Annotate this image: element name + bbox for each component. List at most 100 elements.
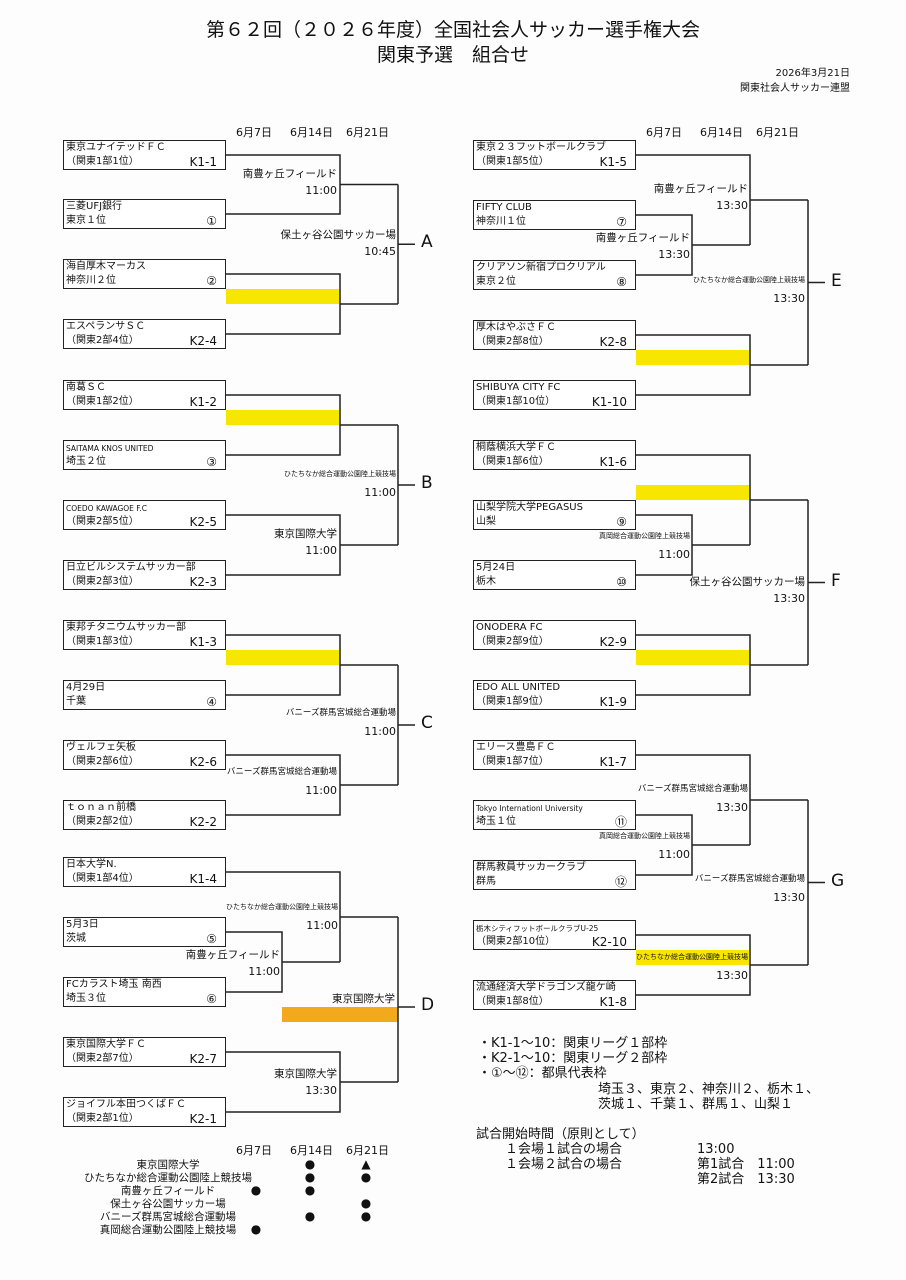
document-title: 第６２回（２０２６年度）全国社会人サッカー選手権大会: [205, 19, 700, 41]
team-name: SHIBUYA CITY FC: [476, 382, 561, 393]
group-label: C: [421, 713, 433, 733]
bye-band: [636, 485, 750, 500]
schedule-date: 6月21日: [346, 1144, 389, 1157]
team-qualification: 千葉: [66, 696, 86, 707]
team-box: 日立ビルシステムサッカー部（関東2部3位）K2-3: [63, 560, 226, 590]
schedule-mark: ▲: [361, 1157, 371, 1171]
team-box: 東京２３フットボールクラブ（関東1部5位）K1-5: [473, 140, 636, 170]
team-box: EDO ALL UNITED（関東1部9位）K1-9: [473, 680, 636, 710]
schedule-mark: ●: [250, 1222, 262, 1236]
round-date: 6月21日: [346, 126, 389, 139]
round-date: 6月7日: [646, 126, 682, 139]
team-name: エスペランサＳＣ: [66, 321, 146, 332]
organizer: 関東社会人サッカー連盟: [740, 83, 850, 94]
seed-code: ⑫: [614, 875, 627, 889]
seed-code: K2-7: [189, 1052, 217, 1066]
team-name: 南葛ＳＣ: [66, 382, 106, 393]
team-qualification: 山梨: [476, 516, 496, 527]
team-qualification: （関東1部5位）: [476, 156, 549, 167]
team-name: 海自厚木マーカス: [66, 261, 146, 272]
schedule-venue: 真岡総合運動公園陸上競技場: [99, 1224, 237, 1236]
group-label: E: [831, 270, 842, 291]
team-qualification: （関東1部10位）: [476, 396, 556, 407]
team-box: エリース豊島ＦＣ（関東1部7位）K1-7: [473, 740, 636, 770]
seed-code: K1-9: [599, 695, 627, 709]
bye-band: [636, 950, 750, 965]
seed-code: ⑨: [616, 515, 627, 529]
second-match-time: 第2試合 13:30: [697, 1172, 795, 1187]
team-name: Tokyo Internationl University: [476, 804, 583, 813]
kickoff-time: 13:30: [773, 891, 805, 904]
seed-code: ⑧: [616, 275, 627, 289]
seed-code: K1-10: [591, 395, 627, 409]
team-qualification: （関東1部6位）: [476, 456, 549, 467]
seed-code: K1-7: [599, 755, 627, 769]
team-name: EDO ALL UNITED: [476, 682, 561, 693]
seed-code: K1-6: [599, 455, 627, 469]
team-name: エリース豊島ＦＣ: [476, 742, 556, 753]
seed-code: ①: [206, 214, 217, 228]
team-name: 三菱UFJ銀行: [66, 201, 123, 212]
group-label: F: [831, 570, 841, 591]
schedule-mark: ●: [304, 1183, 316, 1197]
team-box: 三菱UFJ銀行東京１位 ①: [63, 199, 226, 229]
start-time-title: 試合開始時間（原則として）: [476, 1127, 645, 1142]
one-match-label: １会場１試合の場合: [505, 1142, 623, 1157]
schedule-mark: ●: [304, 1170, 316, 1184]
seed-code: ⑩: [616, 575, 627, 589]
venue-name: ひたちなか総合運動公園陸上競技場: [636, 953, 748, 961]
group-label: D: [421, 995, 435, 1015]
one-match-time: 13:00: [697, 1142, 735, 1157]
team-box: 東京ユナイテッドＦＣ（関東1部1位）K1-1: [63, 140, 226, 170]
team-box: 群馬教員サッカークラブ群馬 ⑫: [473, 860, 636, 890]
team-name: ｔｏｎａｎ前橋: [66, 802, 136, 813]
team-name: 山梨学院大学PEGASUS: [476, 502, 583, 513]
schedule-venue: 保土ヶ谷公園サッカー場: [110, 1198, 226, 1210]
schedule-venue: 南豊ヶ丘フィールド: [120, 1185, 216, 1197]
team-box: ヴェルフェ矢板（関東2部6位）K2-6: [63, 740, 226, 770]
team-qualification: （関東2部10位）: [476, 936, 556, 947]
team-qualification: （関東2部1位）: [66, 1113, 139, 1124]
seed-code: K1-1: [189, 155, 217, 169]
team-name: 群馬教員サッカークラブ: [476, 862, 586, 873]
team-box: 東邦チタニウムサッカー部（関東1部3位）K1-3: [63, 620, 226, 650]
document-subtitle: 関東予選 組合せ: [376, 44, 529, 66]
team-name: ヴェルフェ矢板: [66, 742, 136, 753]
schedule-venue: バニーズ群馬宮城総合運動場: [100, 1211, 236, 1223]
first-match-time: 第1試合 11:00: [697, 1157, 795, 1172]
team-box: 南葛ＳＣ（関東1部2位）K1-2: [63, 380, 226, 410]
team-name: 桐蔭横浜大学ＦＣ: [476, 442, 556, 453]
note-line: ・①～⑫：都県代表枠: [478, 1066, 607, 1081]
seed-code: ②: [206, 274, 217, 288]
team-name: 5月3日: [66, 919, 99, 930]
team-qualification: 東京１位: [66, 215, 106, 226]
team-box: ｔｏｎａｎ前橋（関東2部2位）K2-2: [63, 800, 226, 830]
issue-date: 2026年3月21日: [775, 68, 850, 79]
kickoff-time: 13:30: [773, 292, 805, 305]
venue-name: 東京国際大学: [274, 1068, 337, 1080]
schedule-date: 6月14日: [290, 1144, 333, 1157]
kickoff-time: 11:00: [658, 548, 690, 561]
venue-name: 東京国際大学: [332, 993, 395, 1005]
kickoff-time: 13:30: [773, 592, 805, 605]
team-name: 東京国際大学ＦＣ: [66, 1039, 146, 1050]
venue-name: 南豊ヶ丘フィールド: [185, 949, 280, 961]
bye-band: [226, 410, 340, 425]
team-box: 東京国際大学ＦＣ（関東2部7位）K2-7: [63, 1037, 226, 1067]
note-line: ・K2-1～10：関東リーグ２部枠: [478, 1051, 668, 1066]
seed-code: K1-2: [189, 395, 217, 409]
schedule-mark: ●: [304, 1209, 316, 1223]
venue-name: 南豊ヶ丘フィールド: [595, 232, 690, 244]
kickoff-time: 11:00: [305, 784, 337, 797]
round-date: 6月14日: [290, 126, 333, 139]
round-date: 6月14日: [700, 126, 743, 139]
team-qualification: （関東1部4位）: [66, 873, 139, 884]
team-box: エスペランサＳＣ（関東2部4位）K2-4: [63, 319, 226, 349]
team-qualification: 群馬: [476, 876, 496, 887]
venue-name: 東京国際大学: [274, 528, 337, 540]
team-qualification: 埼玉３位: [66, 993, 106, 1004]
